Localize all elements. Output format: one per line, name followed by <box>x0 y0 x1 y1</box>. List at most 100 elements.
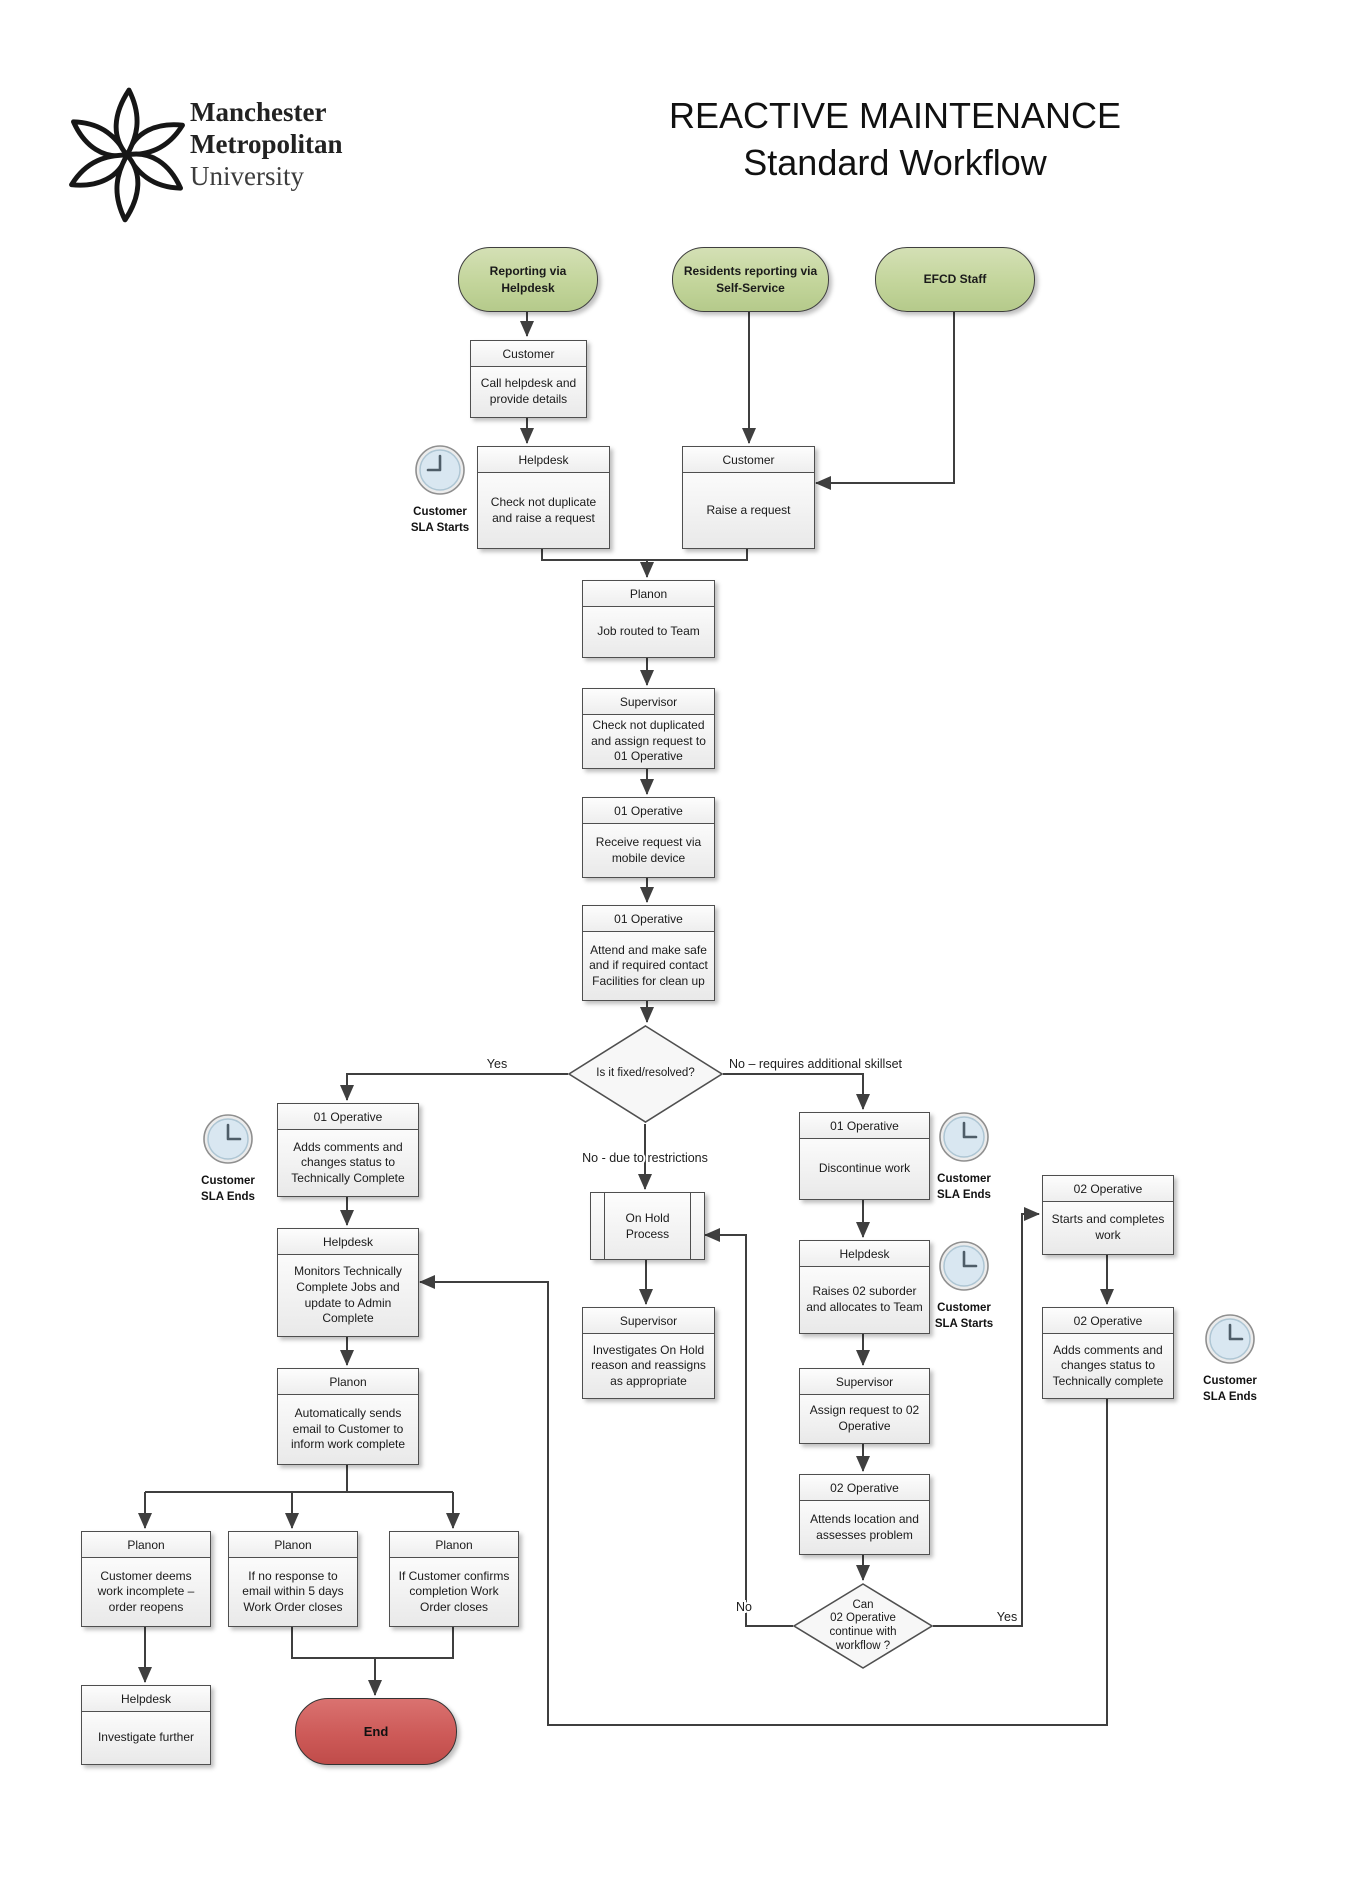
diamond-shape <box>567 1025 724 1123</box>
process-planon-confirms: Planon If Customer confirms completion W… <box>389 1531 519 1627</box>
node-header: Supervisor <box>583 689 714 715</box>
connector-customer-raise-merge <box>647 548 748 561</box>
connector-efcd-to-customer-raise <box>815 310 955 490</box>
node-body: Starts and completes work <box>1043 1202 1173 1254</box>
start-node-label: EFCD Staff <box>923 272 987 287</box>
node-body: If Customer confirms completion Work Ord… <box>390 1558 518 1626</box>
node-body: Customer deems work incomplete – order r… <box>82 1558 210 1626</box>
edge-label-no-restrictions: No - due to restrictions <box>582 1151 708 1165</box>
node-header: Customer <box>471 341 586 367</box>
node-header: 02 Operative <box>1043 1308 1173 1334</box>
process-op2-attends: 02 Operative Attends location and assess… <box>799 1474 930 1555</box>
node-body: Investigates On Hold reason and reassign… <box>583 1334 714 1398</box>
node-header: Planon <box>583 581 714 607</box>
node-header: Planon <box>229 1532 357 1558</box>
node-header: Helpdesk <box>800 1241 929 1267</box>
node-body: Call helpdesk and provide details <box>471 367 586 417</box>
node-header: Planon <box>82 1532 210 1558</box>
decision-label: Is it fixed/resolved? <box>596 1067 695 1080</box>
connector-op2-adds-to-monitors <box>419 1275 1108 1726</box>
node-header: Supervisor <box>583 1308 714 1334</box>
process-helpdesk-check: Helpdesk Check not duplicate and raise a… <box>477 446 610 549</box>
node-header: 01 Operative <box>583 906 714 932</box>
node-body: Check not duplicated and assign request … <box>583 715 714 768</box>
node-header: Helpdesk <box>478 447 609 473</box>
clock-icon <box>203 1114 253 1164</box>
node-body: Discontinue work <box>800 1139 929 1199</box>
connector-decision-no-skillset <box>723 1073 870 1110</box>
start-node-reporting-via-helpdesk: Reporting via Helpdesk <box>458 247 598 312</box>
node-body: Investigate further <box>82 1712 210 1764</box>
node-header: 02 Operative <box>1043 1176 1173 1202</box>
node-body: Monitors Technically Complete Jobs and u… <box>278 1255 418 1336</box>
connector-decision2-no <box>704 1228 793 1627</box>
clock-label: Customer SLA Ends <box>937 1173 991 1202</box>
process-helpdesk-investigate: Helpdesk Investigate further <box>81 1685 211 1765</box>
clock-label: Customer SLA Starts <box>410 506 470 535</box>
node-header: Customer <box>683 447 814 473</box>
clock-customer-sla-ends-far-right: Customer SLA Ends <box>1203 1313 1257 1405</box>
edge-label-no-skillset: No – requires additional skillset <box>729 1057 903 1071</box>
end-node-label: End <box>363 1724 389 1739</box>
node-header: 01 Operative <box>278 1104 418 1130</box>
clock-customer-sla-ends-left: Customer SLA Ends <box>201 1113 255 1205</box>
page-title: REACTIVE MAINTENANCE Standard Workflow <box>640 92 1150 186</box>
mmu-logo: Manchester Metropolitan University <box>68 82 408 223</box>
process-supervisor-assign: Supervisor Assign request to 02 Operativ… <box>799 1368 930 1444</box>
node-body: Assign request to 02 Operative <box>800 1395 929 1443</box>
node-body: Raises 02 suborder and allocates to Team <box>800 1267 929 1333</box>
process-op1-receive: 01 Operative Receive request via mobile … <box>582 797 715 878</box>
node-body: Adds comments and changes status to Tech… <box>1043 1334 1173 1398</box>
clock-icon <box>1205 1314 1255 1364</box>
process-planon-routed: Planon Job routed to Team <box>582 580 715 658</box>
end-node: End <box>295 1698 457 1765</box>
node-header: 01 Operative <box>800 1113 929 1139</box>
connector-helpdesk-check-merge <box>541 548 654 578</box>
process-customer-call: Customer Call helpdesk and provide detai… <box>470 340 587 418</box>
clock-customer-sla-starts-right: Customer SLA Starts <box>935 1240 993 1332</box>
decision-is-it-fixed: Is it fixed/resolved? <box>567 1025 724 1123</box>
node-header: Planon <box>390 1532 518 1558</box>
node-body: Attend and make safe and if required con… <box>583 932 714 1000</box>
clock-customer-sla-starts-top: Customer SLA Starts <box>411 444 469 536</box>
clock-label: Customer SLA Ends <box>1203 1375 1257 1404</box>
process-supervisor-check: Supervisor Check not duplicated and assi… <box>582 688 715 769</box>
clock-customer-sla-ends-right: Customer SLA Ends <box>937 1111 991 1203</box>
node-body: Job routed to Team <box>583 607 714 657</box>
process-op1-discontinue: 01 Operative Discontinue work <box>799 1112 930 1200</box>
node-body: Attends location and assesses problem <box>800 1501 929 1554</box>
logo-text: Manchester Metropolitan University <box>190 96 342 192</box>
node-body: Check not duplicate and raise a request <box>478 473 609 548</box>
decision-label: Can 02 Operative continue with workflow … <box>829 1598 897 1652</box>
logo-line-2: Metropolitan <box>190 129 343 159</box>
node-header: Helpdesk <box>82 1686 210 1712</box>
connector-decision-yes <box>340 1073 568 1101</box>
node-body: Adds comments and changes status to Tech… <box>278 1130 418 1196</box>
subprocess-on-hold: On Hold Process <box>590 1192 705 1260</box>
logo-line-3: University <box>190 161 304 191</box>
process-helpdesk-monitors: Helpdesk Monitors Technically Complete J… <box>277 1228 419 1337</box>
node-header: Helpdesk <box>278 1229 418 1255</box>
node-body: Raise a request <box>683 473 814 548</box>
clock-label: Customer SLA Ends <box>201 1175 255 1204</box>
start-node-residents-self-service: Residents reporting via Self-Service <box>672 247 829 312</box>
process-op1-adds-comments: 01 Operative Adds comments and changes s… <box>277 1103 419 1197</box>
process-op2-starts: 02 Operative Starts and completes work <box>1042 1175 1174 1255</box>
clock-icon <box>939 1241 989 1291</box>
node-body: If no response to email within 5 days Wo… <box>229 1558 357 1626</box>
process-supervisor-investigates: Supervisor Investigates On Hold reason a… <box>582 1307 715 1399</box>
edge-label-yes: Yes <box>487 1057 507 1071</box>
logo-line-1: Manchester <box>190 97 327 127</box>
start-node-label: Reporting via Helpdesk <box>489 264 567 295</box>
node-header: Planon <box>278 1369 418 1395</box>
start-node-label: Residents reporting via Self-Service <box>683 264 818 295</box>
edge-label-no: No <box>736 1600 752 1614</box>
clock-icon <box>939 1112 989 1162</box>
connector-decision2-yes <box>933 1207 1040 1627</box>
process-planon-no-response: Planon If no response to email within 5 … <box>228 1531 358 1627</box>
clock-label: Customer SLA Starts <box>934 1302 994 1331</box>
process-helpdesk-raises: Helpdesk Raises 02 suborder and allocate… <box>799 1240 930 1334</box>
page-title-line-2: Standard Workflow <box>743 142 1047 183</box>
